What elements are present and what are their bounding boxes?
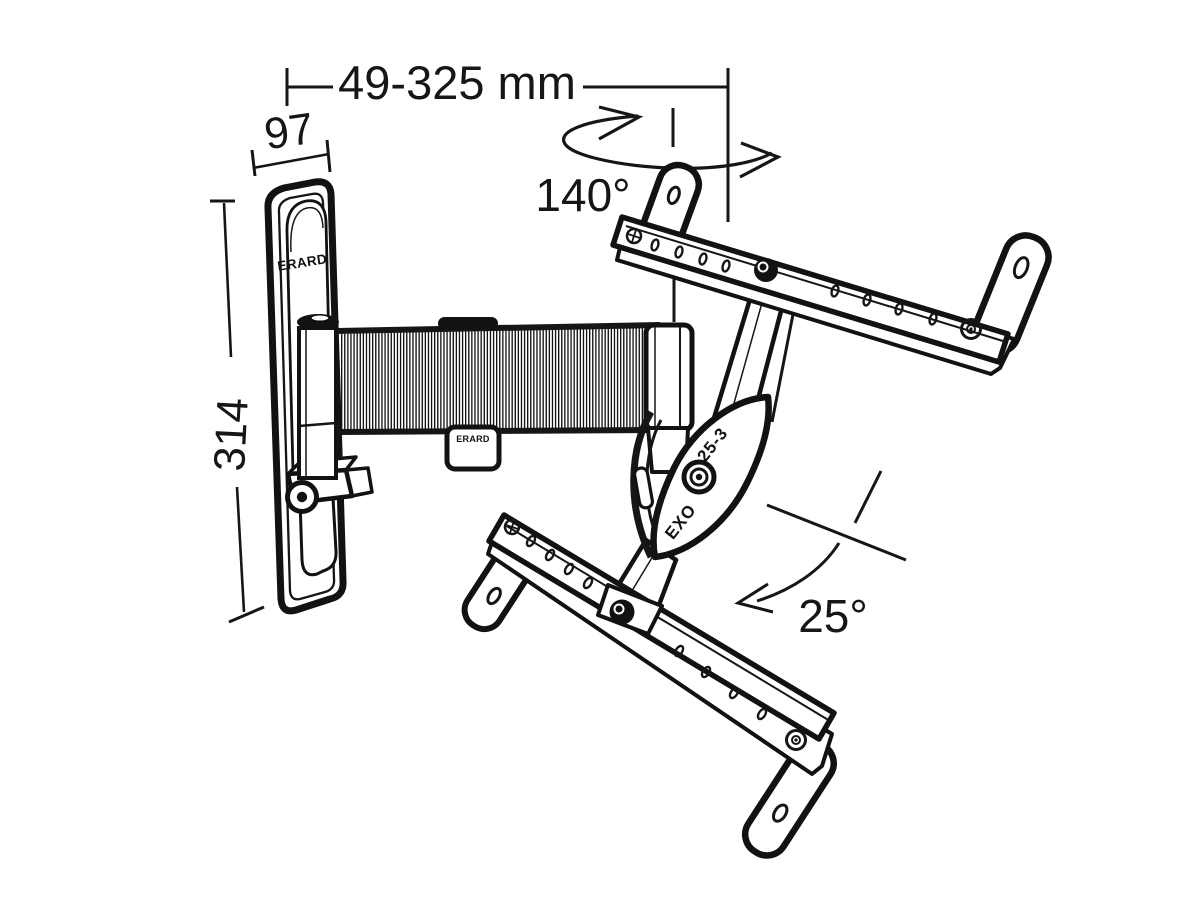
arm-top-edge (336, 322, 661, 334)
swivel-annotation: 140° (535, 105, 782, 322)
joint-housing-outer-arc (630, 410, 655, 559)
height-label: 314 (205, 397, 258, 473)
hinge-top-cap-center (310, 313, 330, 323)
wall-plate-inner-frame (277, 192, 336, 601)
lower-rail-bend-line (504, 524, 831, 722)
upper-rail-end-washer (960, 318, 982, 340)
swivel-arrowhead-left (598, 105, 644, 141)
tilt-arrowhead (734, 582, 774, 614)
extension-arm: ERARD (297, 313, 695, 480)
upper-rail-body (610, 214, 1011, 365)
dimension-extension-range: 49-325 mm (285, 56, 730, 222)
dimension-annotations: 49-325 mm 97 314 140° (205, 56, 907, 642)
dimension-depth: 97 (250, 104, 332, 177)
wall-plate-lower-window (298, 497, 338, 577)
lower-rail-fasteners (503, 518, 807, 751)
tilt-annotation: 25° (734, 470, 907, 642)
joint-ratchet-detail (632, 466, 655, 510)
upper-rail-fasteners (625, 227, 982, 340)
dimension-height: 314 (205, 199, 265, 624)
lower-tv-rail (461, 512, 837, 859)
joint-bolt-center (695, 473, 703, 481)
hook-hole (771, 803, 789, 823)
depth-label: 97 (261, 104, 316, 159)
hook-hole (486, 586, 502, 606)
swivel-angle-label: 140° (535, 169, 630, 221)
wall-plate-face-inner-line (290, 206, 324, 253)
tilt-arc (756, 542, 841, 603)
extension-range-label: 49-325 mm (338, 56, 576, 109)
hook-hole (1012, 256, 1030, 280)
joint-bolt-ring (689, 467, 709, 487)
tilt-joint: 25-3 EXO (630, 393, 772, 561)
upper-rail-bend-line (625, 225, 1004, 342)
clamp-bolt-center (296, 491, 308, 503)
swivel-arc (562, 114, 773, 170)
hook-hole (666, 185, 681, 205)
lower-rail-end-washer (785, 729, 807, 751)
hinge-column (297, 326, 338, 480)
arm-top-knob (438, 317, 498, 330)
swivel-arrowhead-right (739, 141, 782, 179)
arm-ribs (340, 327, 646, 432)
arm-tag-brand-label: ERARD (456, 434, 490, 444)
upper-tv-rail (610, 161, 1052, 376)
tilt-angle-label: 25° (798, 590, 868, 642)
arm-tag (444, 424, 502, 472)
lower-rail-body (486, 512, 837, 742)
